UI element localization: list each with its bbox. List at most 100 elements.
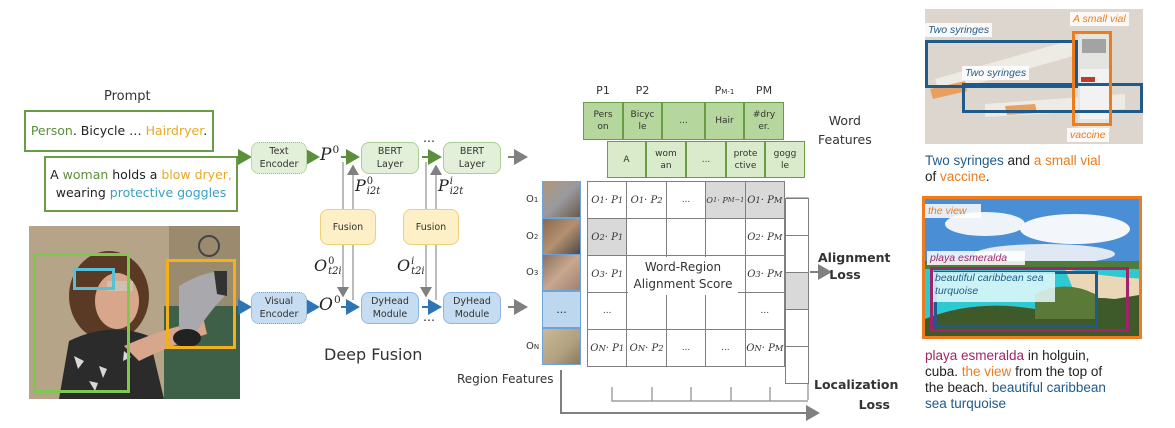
text-span-black: of [925,169,941,184]
tag-vaccine: vaccine [1067,128,1109,142]
tag-caribbean-sea-line2: turquoise [935,285,979,297]
region-thumbnail [542,181,581,218]
score-cell: ... [665,329,707,367]
word-header-3: PM-1 [714,84,735,97]
text-span-yellow: Hairdryer [145,123,204,138]
alignment-side-cell [785,235,809,273]
vaccine-image: Two syringes Two syringes A small vial v… [925,9,1143,144]
syringe-bbox-1 [925,40,1078,88]
word-token: ... [662,102,705,140]
text-span-yellow: blow dryer, [161,167,232,182]
grounding-prompt-line1: A woman holds a blow dryer, [50,166,232,184]
word-token: ... [686,141,726,178]
word-header-4: PM [755,84,773,97]
text-span-black: and [1003,153,1034,168]
region-label: O1 [526,194,539,205]
fusion-module-1-label: Fusion [332,221,364,233]
score-cell [705,292,746,330]
tag-small-vial: A small vial [1070,12,1129,26]
tag-the-view: the view [925,204,981,218]
localization-bracket [611,387,808,402]
syringe-bbox-2 [962,83,1143,113]
deep-fusion-title: Deep Fusion [324,345,423,364]
tag-caribbean-sea-line1: beautiful caribbean sea [935,272,1044,284]
arrow-localization-loss [560,370,820,421]
tag-two-syringes-2: Two syringes [962,66,1030,80]
text-span-black: . [203,123,208,138]
beach-caption: playa esmeralda in holguin, cuba. the vi… [925,348,1106,412]
text-span-black: in holguin, [1024,348,1090,363]
alignment-side-cell [785,198,809,236]
score-cell [705,218,746,256]
tag-caribbean-sea: beautiful caribbean sea turquoise [933,272,1055,302]
region-features-label: Region Features [457,372,554,386]
text-span-black: holds a [108,167,162,182]
alignment-side-cell [785,346,809,384]
text-span-black: the beach. [925,380,992,395]
score-cell: ... [665,181,707,219]
text-span-black: . [985,169,990,184]
word-header-1: P2 [635,84,650,97]
vial-bbox [1072,31,1112,126]
word-token: A [607,141,646,178]
text-span-black: . Bicycle … [72,123,146,138]
detection-prompt-text: Person. Bicycle … Hairdryer. [31,122,207,140]
person-bbox [33,253,130,393]
grounding-prompt-box: A woman holds a blow dryer, wearing prot… [44,156,238,212]
detection-prompt-box: Person. Bicycle … Hairdryer. [24,110,214,152]
text-span-green: woman [62,167,109,182]
text-span-black: from the top of [1011,364,1103,379]
region-label: ON [526,341,540,352]
fusion-module-1: Fusion [320,209,376,245]
alignment-side-cell [785,272,809,310]
region-thumbnail [542,254,581,291]
beach-caption-line2: cuba. the view from the top of [925,364,1106,380]
text-span-black: wearing [55,185,110,200]
text-span-black: A [50,167,63,182]
score-cell: ... [744,292,785,330]
beach-image: the view playa esmeralda beautiful carib… [922,196,1142,339]
text-span-orange: the view [961,364,1012,379]
fusion-module-2: Fusion [403,209,459,245]
score-cell [665,218,707,256]
score-cell [626,218,667,256]
word-header-0: P1 [596,84,610,97]
text-span-magenta: playa esmeralda [925,348,1025,363]
text-span-blue: beautiful caribbean [991,380,1106,395]
prompt-title: Prompt [104,89,151,104]
text-span-blue: sea turquoise [925,396,1007,411]
tag-playa-esmeralda: playa esmeralda [927,251,1026,265]
region-label: O3 [526,267,539,278]
bert-ellipsis: … [423,131,435,145]
region-ellipsis-cell: ... [542,291,581,328]
grounding-prompt-line2: wearing protective goggles [56,184,227,202]
playa-esmeralda-bbox [930,267,1129,332]
score-cell [665,292,707,330]
